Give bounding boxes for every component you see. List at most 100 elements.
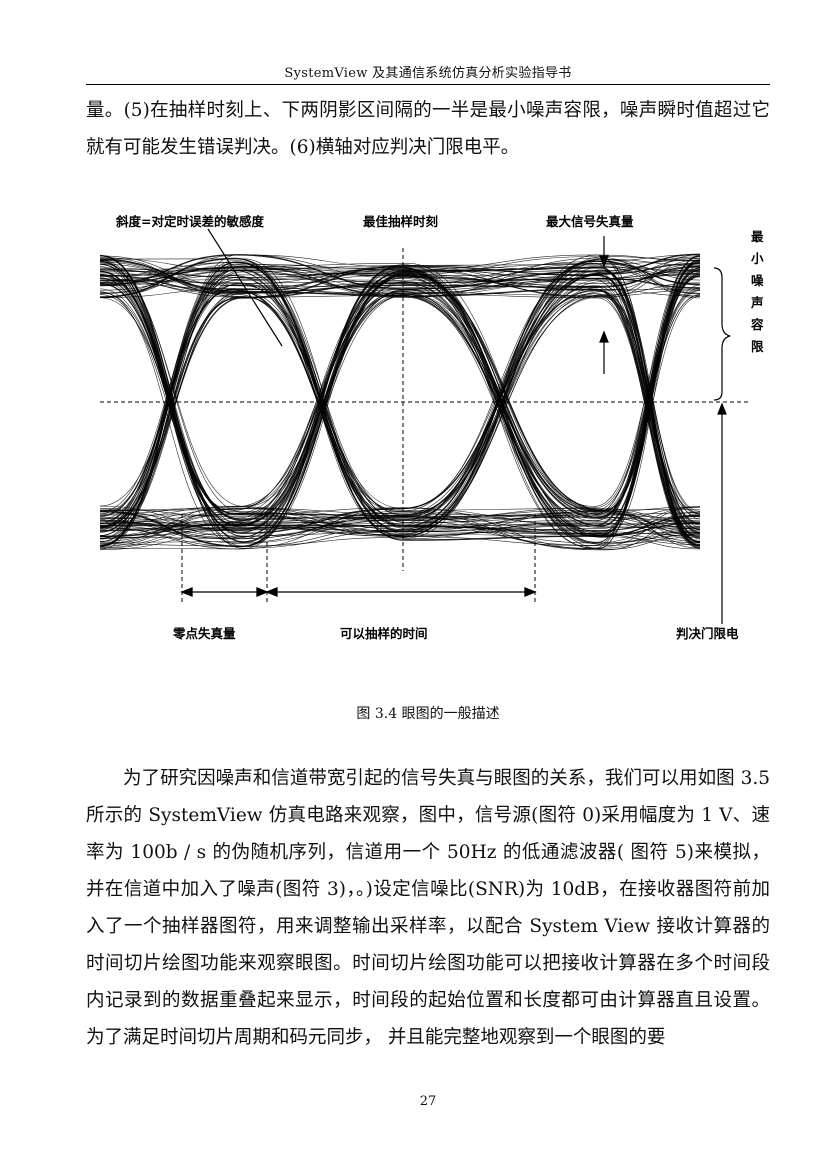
slope-pointer-line: [207, 228, 283, 347]
eye-trace: [99, 259, 701, 527]
eye-trace: [99, 266, 701, 543]
eye-trace: [99, 258, 701, 550]
eye-trace: [99, 259, 701, 535]
eye-trace: [99, 257, 701, 541]
eye-trace: [99, 294, 701, 544]
running-header: SystemView 及其通信系统仿真分析实验指导书: [284, 66, 572, 81]
eye-trace: [99, 275, 701, 548]
eye-trace: [99, 258, 701, 537]
noise-margin-char: 小: [750, 251, 764, 266]
noise-margin-char: 容: [750, 317, 764, 332]
page-number: 27: [419, 1094, 437, 1109]
eye-trace: [99, 267, 701, 538]
eye-trace: [99, 259, 701, 549]
label-threshold: 判决门限电: [676, 626, 739, 641]
eye-trace: [99, 277, 701, 511]
eye-trace: [99, 274, 701, 540]
eye-trace: [99, 274, 701, 547]
eye-trace: [99, 269, 701, 550]
eye-trace: [99, 512, 701, 537]
eye-trace: [99, 260, 701, 519]
noise-margin-brace: [713, 267, 731, 401]
eye-trace: [99, 256, 701, 536]
noise-margin-char: 噪: [751, 273, 764, 288]
eye-trace: [99, 275, 701, 537]
eye-trace: [99, 270, 701, 544]
eye-trace: [99, 291, 701, 546]
eye-trace: [99, 260, 701, 521]
label-slope: 斜度=对定时误差的敏感度: [115, 214, 264, 229]
noise-margin-char: 声: [750, 295, 764, 310]
eye-trace: [99, 268, 701, 544]
eye-trace: [99, 263, 701, 523]
eye-diagram-figure: 斜度=对定时误差的敏感度 最佳抽样时刻 最大信号失真量 最 小 噪 声 容 限 …: [86, 196, 770, 666]
eye-trace: [99, 275, 701, 528]
noise-margin-char: 最: [751, 229, 764, 244]
eye-trace: [99, 260, 701, 539]
eye-trace: [99, 271, 701, 548]
eye-trace: [99, 294, 701, 547]
eye-trace: [99, 261, 701, 543]
eye-trace: [99, 255, 701, 550]
eye-trace: [99, 260, 701, 536]
label-max-distortion: 最大信号失真量: [546, 214, 634, 229]
eye-trace: [99, 265, 701, 531]
eye-trace: [99, 255, 701, 549]
eye-trace: [99, 273, 701, 536]
eye-trace: [99, 270, 701, 530]
eye-trace: [99, 261, 701, 547]
intro-paragraph: 量。(5)在抽样时刻上、下两阴影区间隔的一半是最小噪声容限，噪声瞬时值超过它就有…: [86, 100, 770, 158]
eye-trace: [99, 282, 701, 547]
header-rule: [86, 84, 770, 85]
sampling-window-arrow: [265, 587, 537, 597]
eye-trace: [99, 263, 701, 546]
label-zero-distortion: 零点失真量: [172, 626, 236, 641]
eye-trace: [99, 264, 701, 537]
eye-trace: [99, 276, 701, 549]
threshold-arrow: [717, 402, 727, 624]
eye-trace: [99, 265, 701, 530]
eye-trace: [99, 270, 701, 540]
eye-trace: [99, 281, 701, 550]
eye-traces: [99, 253, 701, 551]
eye-trace: [99, 276, 701, 512]
eye-trace: [99, 260, 701, 546]
eye-trace: [99, 260, 701, 527]
eye-trace: [99, 272, 701, 537]
eye-trace: [99, 282, 701, 550]
eye-trace: [99, 268, 701, 281]
eye-trace: [99, 269, 701, 533]
eye-trace: [99, 256, 701, 544]
label-sampling-window: 可以抽样的时间: [340, 626, 428, 641]
eye-trace: [99, 256, 701, 520]
eye-trace: [99, 260, 701, 537]
eye-trace: [99, 267, 701, 287]
eye-trace: [99, 277, 701, 525]
eye-trace: [99, 266, 701, 547]
eye-trace: [99, 259, 701, 531]
eye-trace: [99, 261, 701, 551]
eye-trace: [99, 274, 701, 537]
max-distortion-arrows: [599, 236, 609, 374]
eye-trace: [99, 265, 701, 536]
eye-trace: [99, 262, 701, 534]
eye-trace: [99, 274, 701, 537]
eye-trace: [99, 271, 701, 544]
eye-trace: [99, 262, 701, 514]
eye-trace: [99, 259, 701, 512]
eye-trace: [99, 273, 701, 539]
eye-trace: [99, 272, 701, 532]
eye-trace: [99, 263, 701, 549]
eye-trace: [99, 282, 701, 524]
eye-trace: [99, 266, 701, 548]
eye-trace: [99, 274, 701, 538]
zero-distortion-arrow: [180, 587, 269, 597]
eye-trace: [99, 280, 701, 550]
eye-trace: [99, 270, 701, 549]
body-paragraph: 为了研究因噪声和信道带宽引起的信号失真与眼图的关系，我们可以用如图 3.5 所示…: [86, 768, 770, 1048]
eye-trace: [99, 270, 701, 541]
figure-caption: 图 3.4 眼图的一般描述: [356, 706, 500, 722]
eye-trace: [99, 258, 701, 539]
eye-trace: [99, 267, 701, 535]
eye-trace: [99, 262, 701, 538]
